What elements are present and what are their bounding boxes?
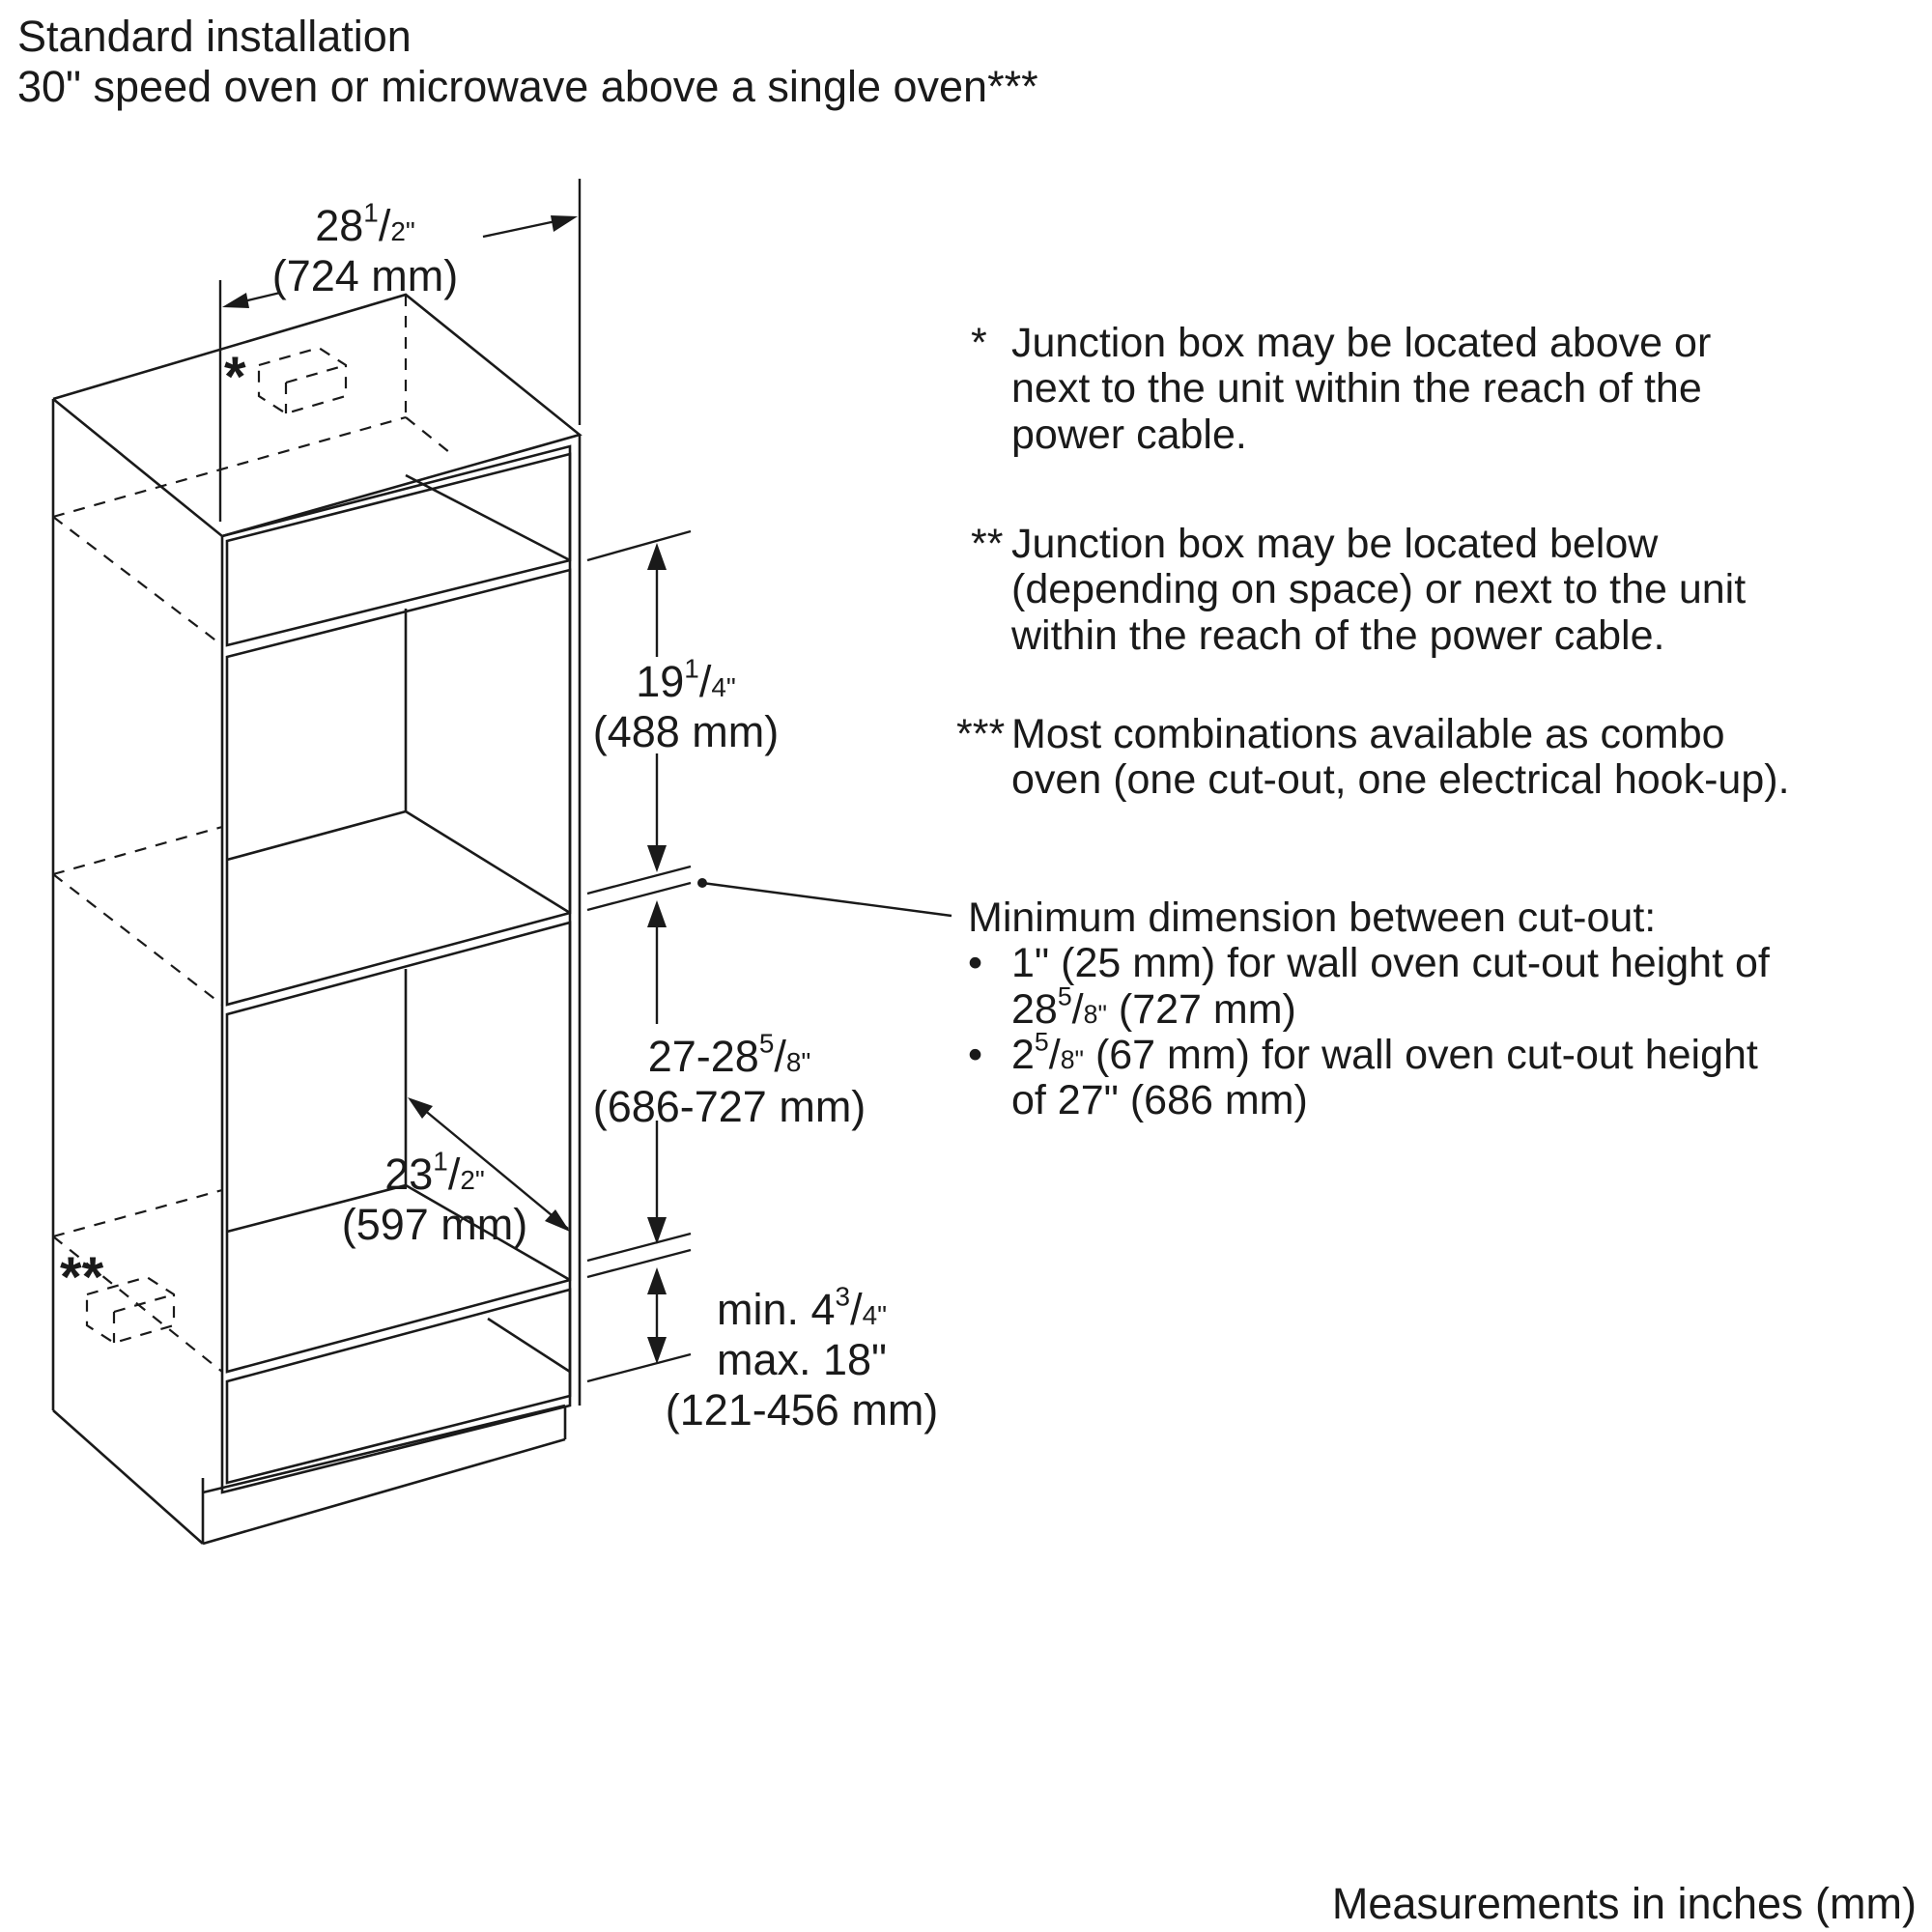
base-height-label-max: max. 18" <box>716 1334 888 1384</box>
note-line: Most combinations available as combo <box>1011 711 1725 757</box>
cabinet-front-frame <box>220 444 572 1494</box>
title-line-1: Standard installation <box>17 12 412 61</box>
note-line: within the reach of the power cable. <box>1011 611 1665 659</box>
bullet: • <box>968 940 983 987</box>
width-dimension <box>218 179 582 522</box>
width-label-mm: (724 mm) <box>271 250 459 300</box>
height-dimensions <box>586 529 952 1383</box>
bullet: • <box>968 1031 983 1078</box>
min-dimension-callout: Minimum dimension between cut-out: • 1" … <box>968 895 1770 1123</box>
top-junction-marker: * <box>224 346 246 409</box>
base-height-label-mm: (121-456 mm) <box>665 1384 939 1435</box>
base-height-label: min. 43/4" max. 18" (121-456 mm) <box>657 1283 947 1435</box>
note-line: power cable. <box>1011 411 1247 458</box>
upper-height-label-mm: (488 mm) <box>592 706 780 756</box>
note-marker: *** <box>956 711 1006 757</box>
junction-box-top <box>257 346 348 415</box>
note-line: Junction box may be located below <box>1011 521 1659 567</box>
upper-height-label: 191/4" (488 mm) <box>580 655 792 757</box>
note-marker: ** <box>971 521 1004 567</box>
width-label: 281/2" (724 mm) <box>269 199 462 301</box>
min-dimension-item-2: • 25/8" (67 mm) for wall oven cut-out he… <box>968 1029 1770 1124</box>
cabinet-shell <box>51 293 582 1546</box>
bottom-junction-marker: ** <box>60 1246 104 1309</box>
lower-height-label-mm: (686-727 mm) <box>592 1081 867 1131</box>
junction-box-bottom <box>85 1275 176 1345</box>
note-marker: * <box>971 320 987 366</box>
depth-label: 231/2" (597 mm) <box>333 1148 536 1250</box>
note-line: next to the unit within the reach of the <box>1011 365 1702 412</box>
note-line: oven (one cut-out, one electrical hook-u… <box>1011 756 1790 804</box>
min-dimension-heading: Minimum dimension between cut-out: <box>968 895 1657 941</box>
min-dimension-item-line: 1" (25 mm) for wall oven cut-out height … <box>1011 940 1770 987</box>
diagram-title: Standard installation 30" speed oven or … <box>17 12 1038 112</box>
depth-label-mm: (597 mm) <box>341 1199 528 1249</box>
note-single-star: * Junction box may be located above or n… <box>971 320 1712 458</box>
title-line-2: 30" speed oven or microwave above a sing… <box>17 61 1038 111</box>
note-triple-star: *** Most combinations available as combo… <box>956 711 1790 804</box>
lower-height-label: 27-285/8" (686-727 mm) <box>580 1030 879 1132</box>
measurement-units-footer: Measurements in inches (mm) <box>1331 1879 1917 1928</box>
note-line: (depending on space) or next to the unit <box>1011 566 1747 613</box>
min-dimension-item-line: of 27" (686 mm) <box>1011 1077 1308 1124</box>
depth-dimension <box>408 1097 570 1232</box>
note-line: Junction box may be located above or <box>1011 320 1712 366</box>
min-dimension-item-1: • 1" (25 mm) for wall oven cut-out heigh… <box>968 940 1770 1033</box>
note-double-star: ** Junction box may be located below (de… <box>971 521 1747 659</box>
